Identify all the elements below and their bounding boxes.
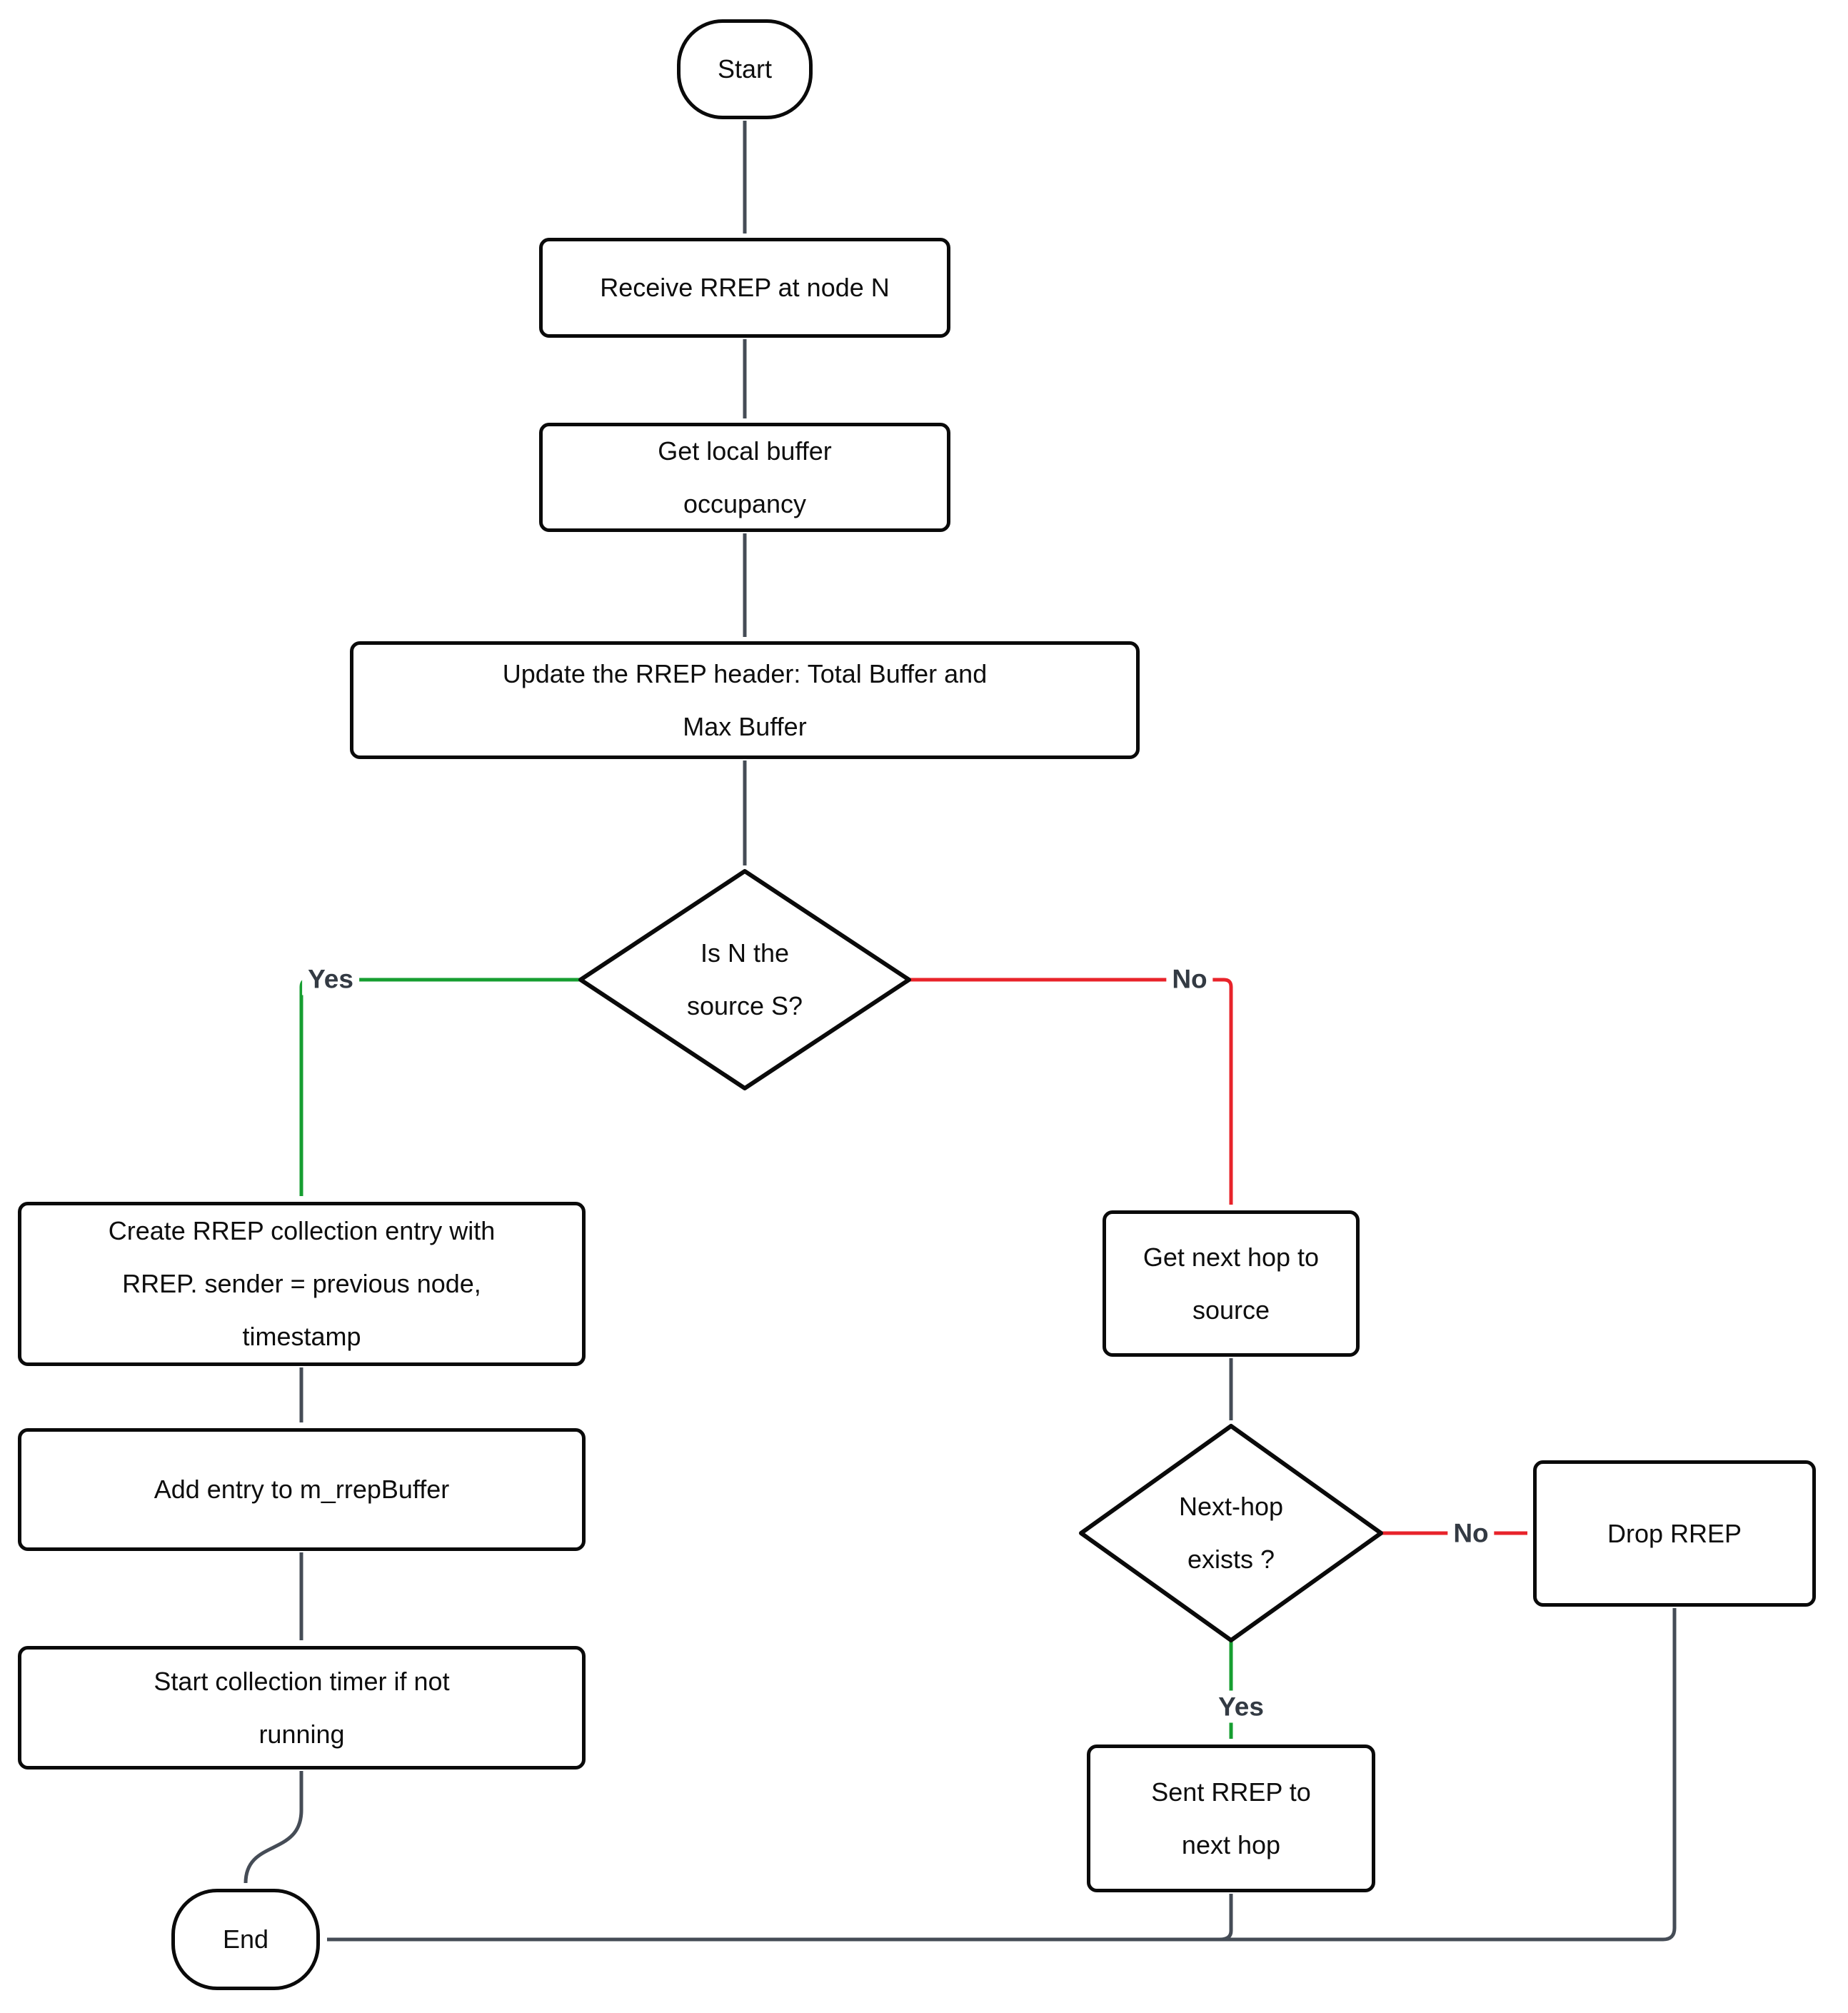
node-start-label: Start: [717, 54, 773, 84]
node-get-next-hop: Get next hop to source: [1103, 1210, 1360, 1357]
edge-sentrrep-to-end-join: [1219, 1894, 1233, 1942]
node-update-header-label: Update the RREP header: Total Buffer and…: [502, 658, 988, 741]
edge-label-no-next-hop: No: [1447, 1517, 1495, 1550]
node-create-entry: Create RREP collection entry with RREP. …: [18, 1202, 586, 1366]
decision-is-source: Is N the source S?: [581, 871, 909, 1088]
node-sent-rrep-label: Sent RREP to next hop: [1151, 1777, 1311, 1859]
node-start-timer-label: Start collection timer if not running: [154, 1666, 450, 1749]
node-receive-rrep: Receive RREP at node N: [539, 238, 950, 338]
node-get-next-hop-label: Get next hop to source: [1143, 1242, 1320, 1325]
node-get-local-buffer-label: Get local buffer occupancy: [658, 436, 832, 518]
node-create-entry-label: Create RREP collection entry with RREP. …: [108, 1216, 496, 1351]
node-receive-rrep-label: Receive RREP at node N: [600, 273, 890, 303]
node-sent-rrep: Sent RREP to next hop: [1087, 1745, 1375, 1892]
node-get-local-buffer: Get local buffer occupancy: [539, 423, 950, 532]
node-start: Start: [677, 19, 813, 119]
edge-droprrep-to-end: [327, 1608, 1677, 1942]
node-end-label: End: [222, 1924, 269, 1954]
node-drop-rrep: Drop RREP: [1533, 1460, 1816, 1607]
edge-label-yes-is-source: Yes: [302, 963, 359, 995]
edge-issource-yes-to-createentry: [299, 978, 581, 1196]
node-end: End: [171, 1889, 320, 1990]
decision-next-hop-exists-shape: [1079, 1424, 1383, 1642]
node-update-header: Update the RREP header: Total Buffer and…: [350, 641, 1140, 759]
decision-next-hop-exists-label: Next-hop exists ?: [1178, 1492, 1284, 1574]
decision-next-hop-exists: Next-hop exists ?: [1081, 1426, 1381, 1640]
node-add-entry-label: Add entry to m_rrepBuffer: [154, 1475, 450, 1505]
node-start-timer: Start collection timer if not running: [18, 1646, 586, 1769]
edge-starttimer-to-end: [243, 1771, 303, 1884]
edge-label-no-is-source: No: [1166, 963, 1213, 995]
node-drop-rrep-label: Drop RREP: [1607, 1518, 1742, 1548]
decision-is-source-label: Is N the source S?: [686, 938, 803, 1020]
edge-issource-no-to-getnexthop: [909, 978, 1233, 1205]
node-add-entry: Add entry to m_rrepBuffer: [18, 1428, 586, 1551]
decision-is-source-shape: [578, 869, 911, 1090]
edge-label-yes-next-hop: Yes: [1212, 1690, 1270, 1723]
